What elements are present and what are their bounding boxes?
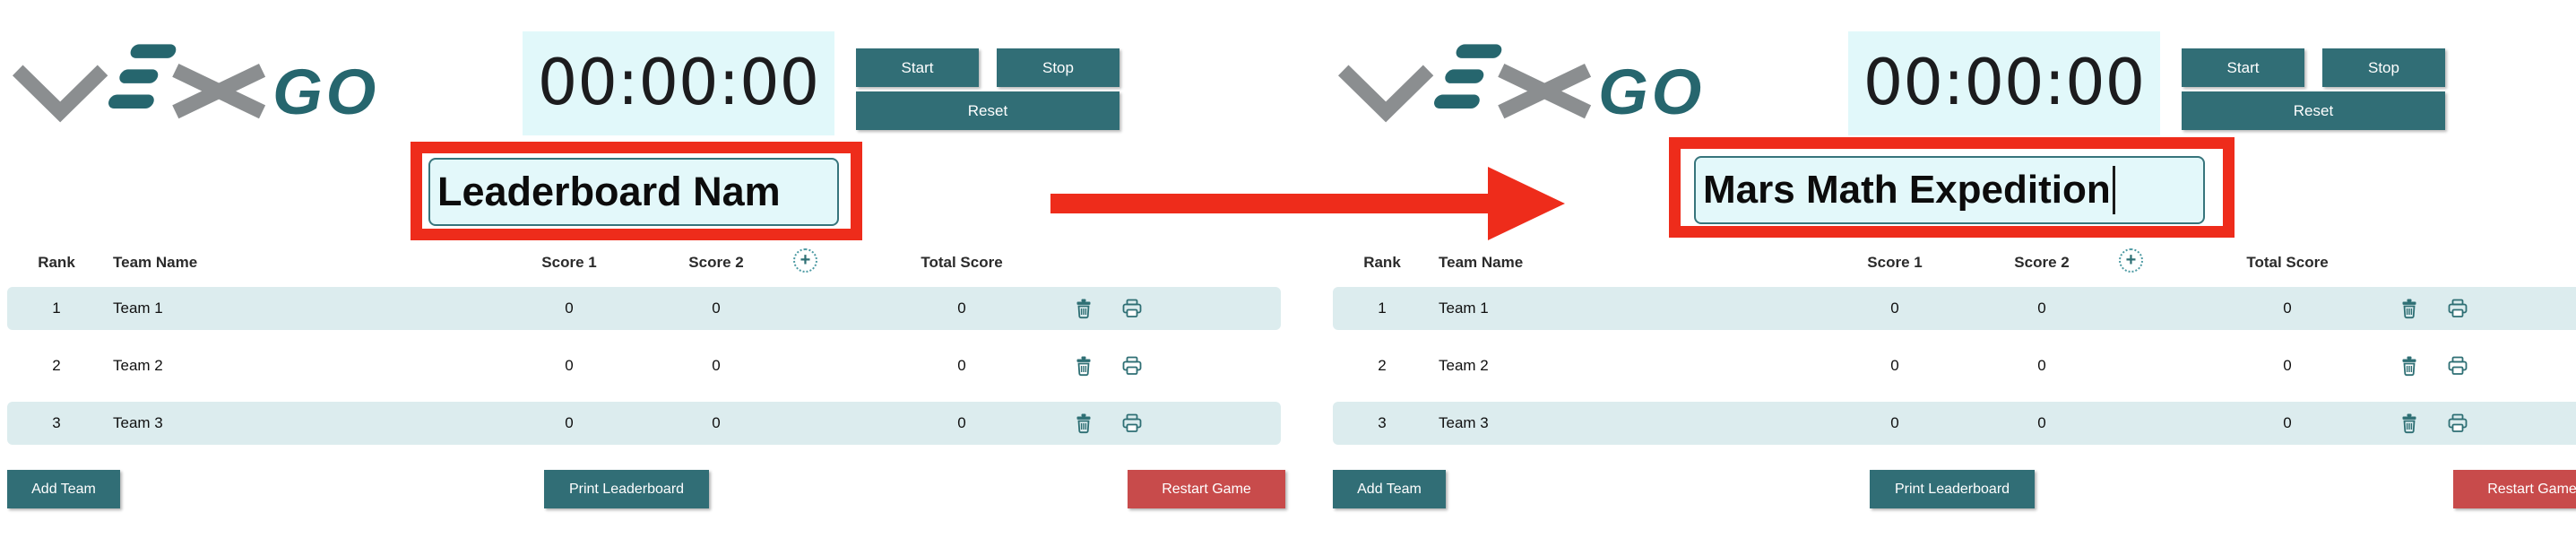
team-cell: Team 3 xyxy=(113,414,163,431)
score2-cell: 0 xyxy=(712,300,721,317)
team-cell: Team 2 xyxy=(1439,357,1489,374)
print-row-icon[interactable] xyxy=(2447,355,2468,377)
rank-cell: 3 xyxy=(1378,414,1387,431)
leaderboard-name-input[interactable]: Mars Math Expedition xyxy=(1694,156,2205,224)
rank-cell: 2 xyxy=(52,357,61,374)
reset-button[interactable]: Reset xyxy=(2182,91,2445,130)
print-row-icon[interactable] xyxy=(1121,412,1143,434)
header-team-name: Team Name xyxy=(113,254,198,271)
score2-cell: 0 xyxy=(2037,300,2046,317)
start-button[interactable]: Start xyxy=(856,48,979,87)
reset-button[interactable]: Reset xyxy=(856,91,1119,130)
stop-button[interactable]: Stop xyxy=(997,48,1119,87)
leaderboard-app-after: GO 00:00:00 Start Stop Reset Mars Math E… xyxy=(1326,0,2576,547)
score1-cell: 0 xyxy=(565,300,574,317)
table-header: Rank Team Name Score 1 Score 2 + Total S… xyxy=(0,248,1288,276)
annotation-arrow xyxy=(1050,167,1565,240)
table-row: 2 Team 2 0 0 0 xyxy=(1333,344,2576,387)
team-cell: Team 2 xyxy=(113,357,163,374)
text-cursor xyxy=(2112,166,2115,214)
restart-game-button[interactable]: Restart Game xyxy=(1128,470,1285,508)
vex-go-logo: GO xyxy=(11,36,410,128)
total-cell: 0 xyxy=(957,414,966,431)
table-row: 1 Team 1 0 0 0 xyxy=(7,287,1281,330)
score1-cell: 0 xyxy=(1890,300,1899,317)
score2-cell: 0 xyxy=(2037,357,2046,374)
rank-cell: 2 xyxy=(1378,357,1387,374)
rank-cell: 1 xyxy=(52,300,61,317)
add-team-button[interactable]: Add Team xyxy=(1333,470,1446,508)
leaderboard-name-input[interactable]: Leaderboard Nam xyxy=(428,158,839,226)
team-cell: Team 3 xyxy=(1439,414,1489,431)
team-cell: Team 1 xyxy=(1439,300,1489,317)
leaderboard-app-before: GO 00:00:00 Start Stop Reset Leaderboard… xyxy=(0,31,1288,508)
print-row-icon[interactable] xyxy=(1121,355,1143,377)
print-leaderboard-button[interactable]: Print Leaderboard xyxy=(1870,470,2035,508)
vex-wordmark xyxy=(12,44,266,123)
header-rank: Rank xyxy=(38,254,75,271)
annotation-highlight-box xyxy=(1669,137,2235,238)
score1-cell: 0 xyxy=(565,414,574,431)
header-score-1: Score 1 xyxy=(541,254,597,271)
header-total-score: Total Score xyxy=(2246,254,2329,271)
score1-cell: 0 xyxy=(565,357,574,374)
delete-team-icon[interactable] xyxy=(1073,412,1094,434)
total-cell: 0 xyxy=(957,357,966,374)
header-rank: Rank xyxy=(1363,254,1401,271)
leaderboard-name-text: Leaderboard Nam xyxy=(437,169,781,214)
delete-team-icon[interactable] xyxy=(1073,355,1094,377)
delete-team-icon[interactable] xyxy=(1073,298,1094,319)
header-score-1: Score 1 xyxy=(1867,254,1923,271)
annotation-highlight-box xyxy=(411,142,862,240)
score2-cell: 0 xyxy=(2037,414,2046,431)
score1-cell: 0 xyxy=(1890,414,1899,431)
print-row-icon[interactable] xyxy=(2447,412,2468,434)
table-header: Rank Team Name Score 1 Score 2 + Total S… xyxy=(1326,248,2576,276)
timer-display: 00:00:00 xyxy=(523,31,834,135)
add-team-button[interactable]: Add Team xyxy=(7,470,120,508)
delete-team-icon[interactable] xyxy=(2399,412,2420,434)
restart-game-button[interactable]: Restart Game xyxy=(2453,470,2576,508)
table-row: 3 Team 3 0 0 0 xyxy=(7,402,1281,445)
vex-wordmark xyxy=(1337,44,1592,123)
rank-cell: 3 xyxy=(52,414,61,431)
header-score-2: Score 2 xyxy=(2014,254,2070,271)
total-cell: 0 xyxy=(2283,414,2292,431)
delete-team-icon[interactable] xyxy=(2399,355,2420,377)
team-cell: Team 1 xyxy=(113,300,163,317)
vex-go-logo-art: GO xyxy=(12,44,379,128)
header-total-score: Total Score xyxy=(921,254,1003,271)
header-score-2: Score 2 xyxy=(688,254,744,271)
add-score-column-icon[interactable]: + xyxy=(793,248,817,273)
go-wordmark: GO xyxy=(1598,56,1705,126)
total-cell: 0 xyxy=(2283,357,2292,374)
vex-go-logo: GO xyxy=(1336,36,1735,128)
print-leaderboard-button[interactable]: Print Leaderboard xyxy=(544,470,709,508)
stop-button[interactable]: Stop xyxy=(2322,48,2445,87)
print-row-icon[interactable] xyxy=(1121,298,1143,319)
total-cell: 0 xyxy=(2283,300,2292,317)
table-row: 3 Team 3 0 0 0 xyxy=(1333,402,2576,445)
vex-go-logo-art: GO xyxy=(1337,44,1705,128)
start-button[interactable]: Start xyxy=(2182,48,2304,87)
delete-team-icon[interactable] xyxy=(2399,298,2420,319)
print-row-icon[interactable] xyxy=(2447,298,2468,319)
score2-cell: 0 xyxy=(712,357,721,374)
total-cell: 0 xyxy=(957,300,966,317)
timer-display: 00:00:00 xyxy=(1848,31,2160,135)
go-wordmark: GO xyxy=(272,56,379,126)
score2-cell: 0 xyxy=(712,414,721,431)
score1-cell: 0 xyxy=(1890,357,1899,374)
leaderboard-name-text: Mars Math Expedition xyxy=(1703,168,2111,212)
table-row: 1 Team 1 0 0 0 xyxy=(1333,287,2576,330)
table-row: 2 Team 2 0 0 0 xyxy=(7,344,1281,387)
rank-cell: 1 xyxy=(1378,300,1387,317)
add-score-column-icon[interactable]: + xyxy=(2119,248,2143,273)
header-team-name: Team Name xyxy=(1439,254,1524,271)
